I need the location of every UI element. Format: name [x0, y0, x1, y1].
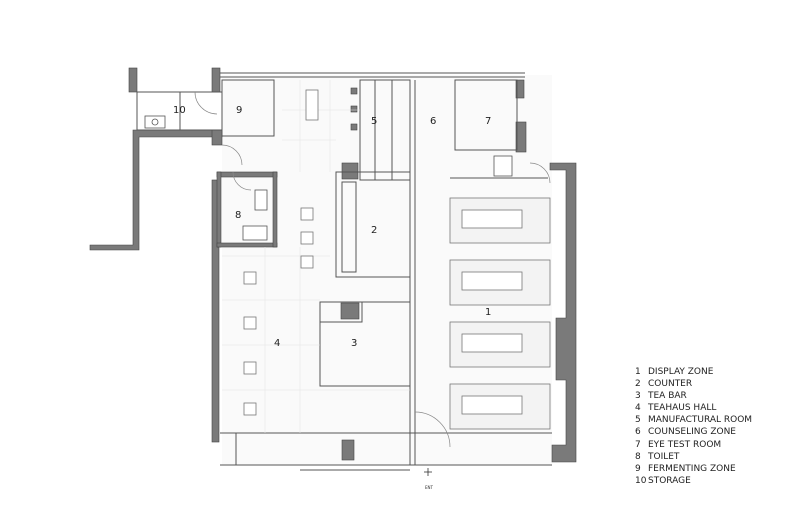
display-tables — [449, 197, 551, 430]
room-8-label: 8 — [235, 210, 241, 221]
room-9-label: 9 — [236, 105, 242, 116]
room-4-label: 4 — [274, 338, 280, 349]
hall-seats — [243, 89, 319, 416]
walls — [89, 67, 577, 463]
room-10-label: 10 — [173, 105, 186, 116]
room-5-label: 5 — [371, 116, 377, 127]
partitions — [136, 72, 552, 471]
room-1-label: 1 — [485, 307, 491, 318]
room-6-label: 6 — [430, 116, 436, 127]
room-3-label: 3 — [351, 338, 357, 349]
entrance-label: ENT — [425, 485, 434, 490]
room-7-label: 7 — [485, 116, 491, 127]
toilet-fixtures — [144, 115, 513, 241]
room-2-label: 2 — [371, 225, 377, 236]
entrance-marker: ENT — [424, 468, 434, 490]
doors — [194, 91, 551, 448]
